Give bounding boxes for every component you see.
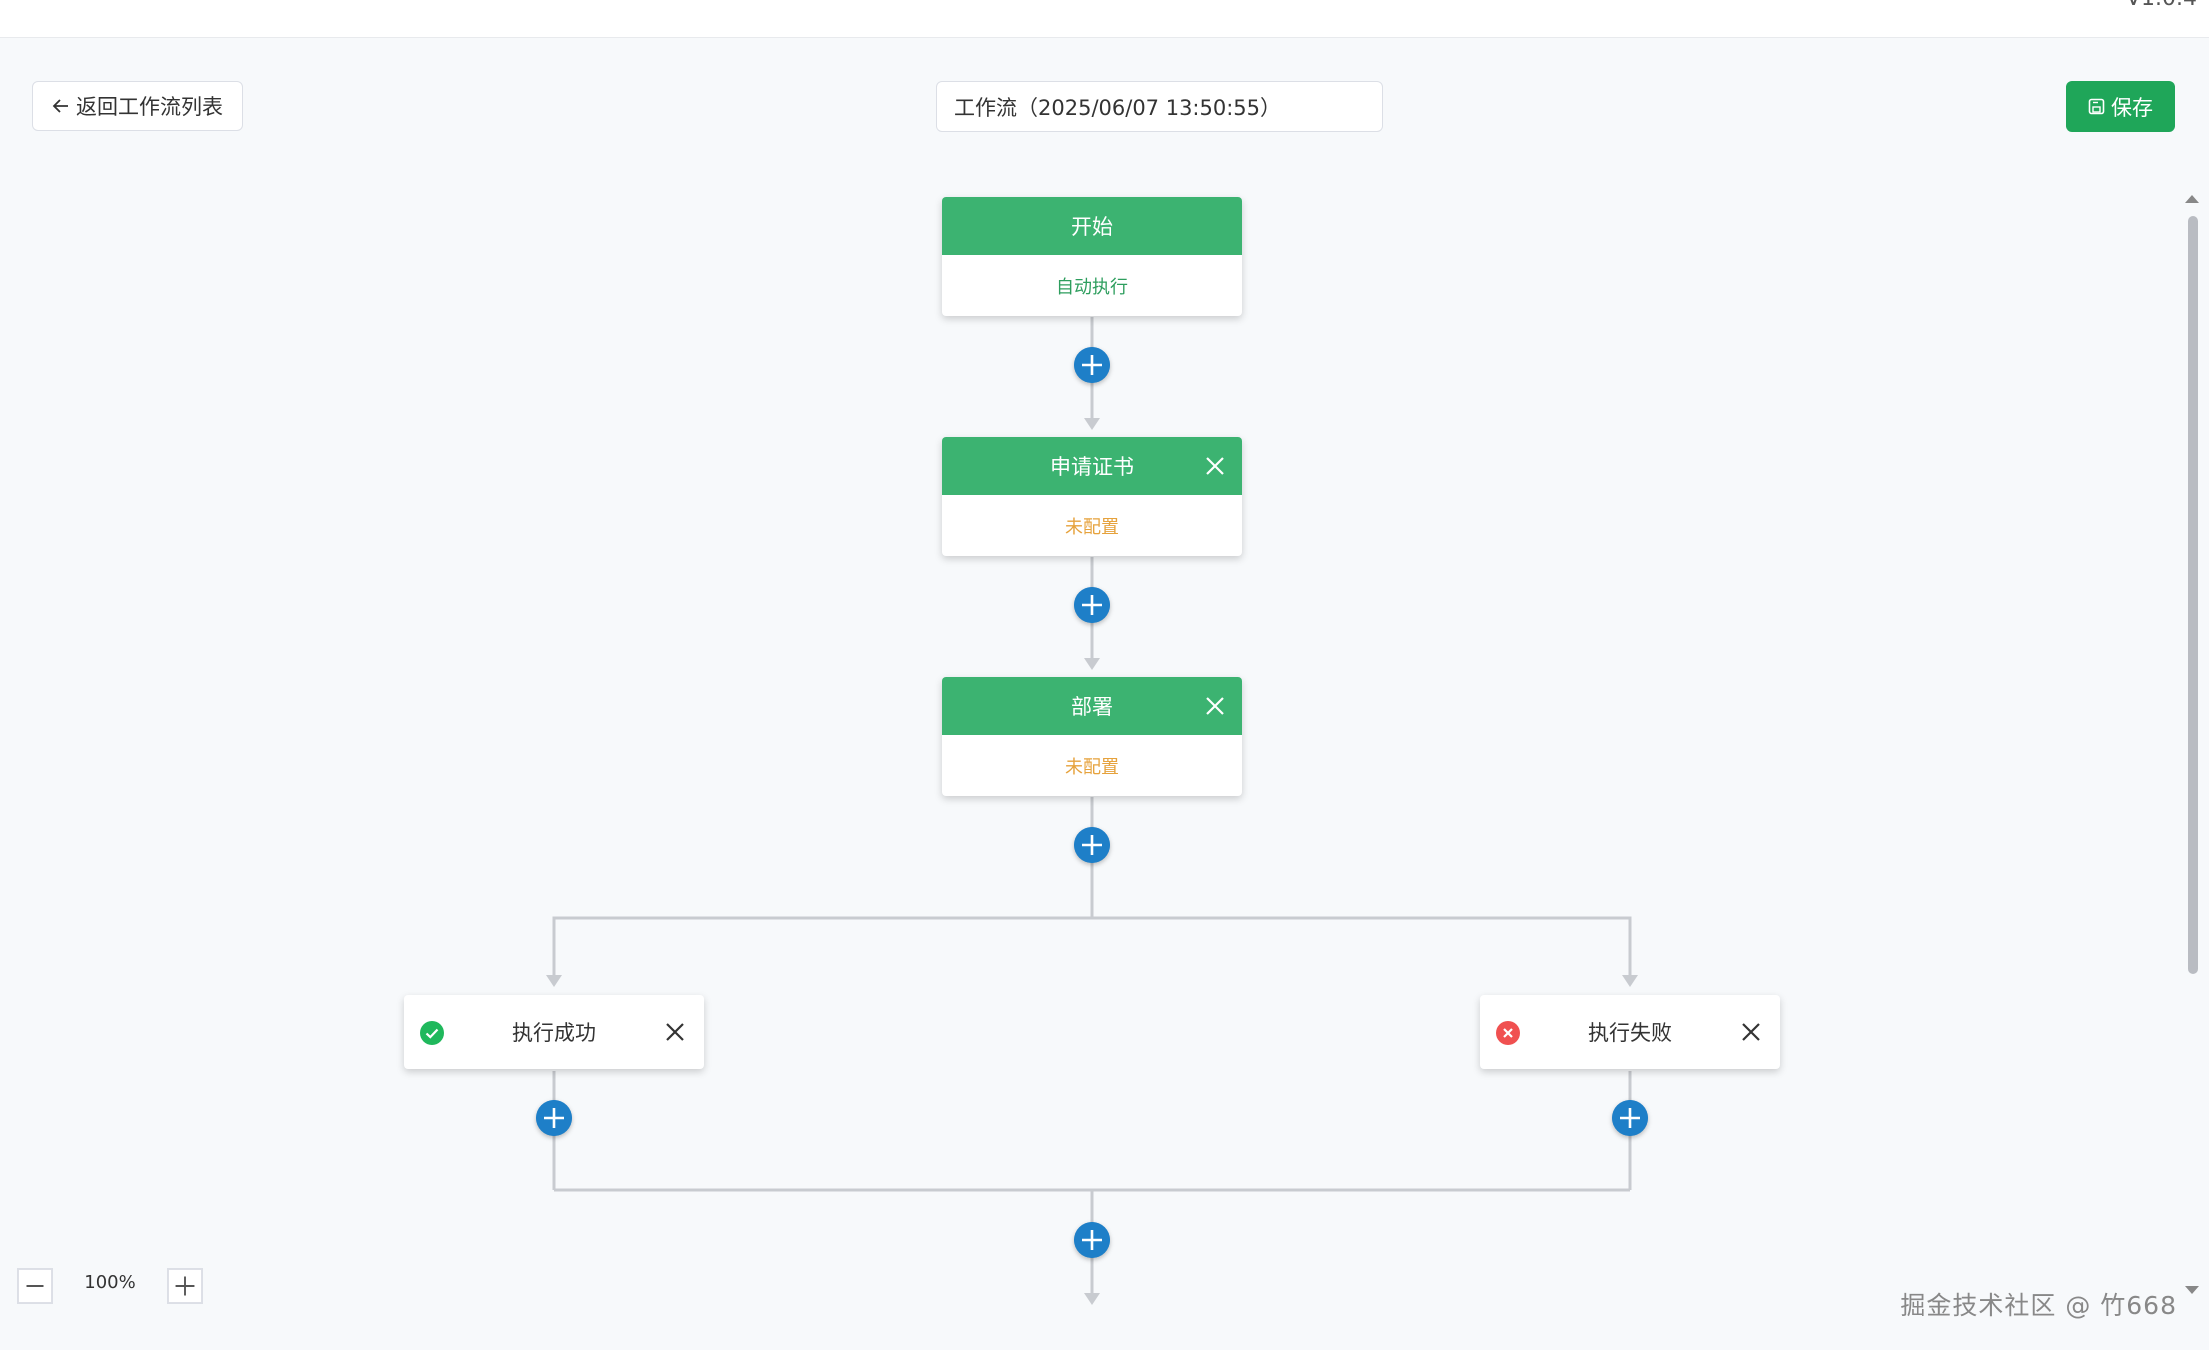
back-label: 返回工作流列表: [76, 95, 223, 119]
node-title: 部署: [1071, 695, 1113, 719]
workflow-node-start[interactable]: 开始 自动执行: [942, 197, 1242, 316]
zoom-out-button[interactable]: [17, 1268, 53, 1304]
version-label: V1.0.4: [2126, 0, 2197, 11]
branch-label: 执行失败: [1588, 1021, 1672, 1045]
node-status-text: 自动执行: [1056, 276, 1128, 298]
delete-branch-icon[interactable]: [1740, 1021, 1762, 1043]
node-header: 申请证书: [942, 437, 1242, 495]
node-status: 自动执行: [942, 255, 1242, 316]
node-status: 未配置: [942, 735, 1242, 796]
node-status: 未配置: [942, 495, 1242, 556]
delete-node-icon[interactable]: [1204, 455, 1226, 477]
add-node-button[interactable]: [1074, 347, 1110, 383]
add-node-button[interactable]: [1074, 1222, 1110, 1258]
back-to-list-button[interactable]: 返回工作流列表: [32, 81, 243, 131]
node-header: 部署: [942, 677, 1242, 735]
branch-label: 执行成功: [512, 1021, 596, 1045]
node-title: 申请证书: [1050, 455, 1134, 479]
node-title: 开始: [1071, 215, 1113, 239]
node-status-text: 未配置: [1065, 756, 1119, 778]
watermark: 掘金技术社区 @ 竹668: [1900, 1291, 2177, 1320]
delete-branch-icon[interactable]: [664, 1021, 686, 1043]
save-button[interactable]: 保存: [2066, 81, 2175, 132]
workflow-title-input[interactable]: [936, 81, 1383, 132]
top-bar: V1.0.4: [0, 0, 2209, 38]
scroll-down-arrow[interactable]: [2184, 1283, 2200, 1297]
node-status-text: 未配置: [1065, 516, 1119, 538]
vertical-scrollbar-thumb[interactable]: [2188, 216, 2198, 974]
add-node-button[interactable]: [1074, 587, 1110, 623]
save-icon: [2088, 98, 2105, 115]
zoom-level: 100%: [84, 1272, 136, 1293]
check-circle-icon: [420, 1021, 444, 1045]
scroll-up-arrow[interactable]: [2184, 192, 2200, 206]
arrow-left-icon: [52, 99, 68, 113]
add-node-button[interactable]: [1074, 827, 1110, 863]
add-node-button[interactable]: [1612, 1100, 1648, 1136]
zoom-in-button[interactable]: [167, 1268, 203, 1304]
workflow-node-apply-cert[interactable]: 申请证书 未配置: [942, 437, 1242, 556]
branch-node-failure[interactable]: 执行失败: [1480, 995, 1780, 1069]
workflow-node-deploy[interactable]: 部署 未配置: [942, 677, 1242, 796]
error-circle-icon: [1496, 1021, 1520, 1045]
add-node-button[interactable]: [536, 1100, 572, 1136]
branch-node-success[interactable]: 执行成功: [404, 995, 704, 1069]
delete-node-icon[interactable]: [1204, 695, 1226, 717]
save-label: 保存: [2111, 95, 2153, 120]
node-header: 开始: [942, 197, 1242, 255]
